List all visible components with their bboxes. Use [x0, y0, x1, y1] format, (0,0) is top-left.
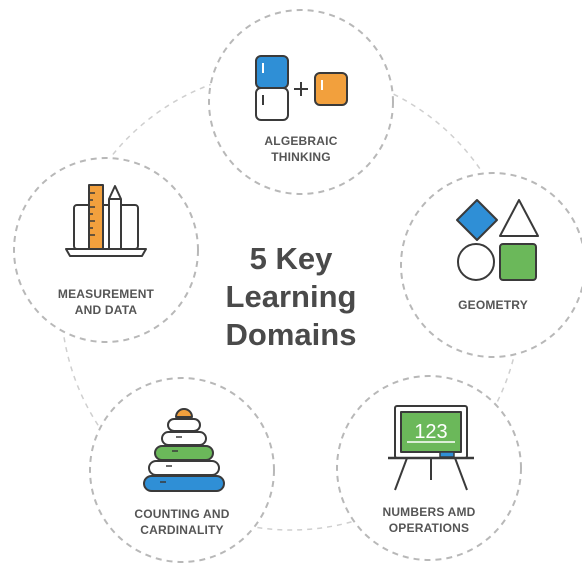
label-algebraic-thinking: ALGEBRAIC THINKING — [241, 133, 361, 165]
shapes-icon — [456, 199, 539, 281]
chalkboard-text: 123 — [414, 421, 447, 443]
label-numbers-line-2: OPERATIONS — [388, 521, 470, 535]
label-algebraic-line-2: THINKING — [271, 150, 331, 164]
label-measurement-line-1: MEASUREMENT — [57, 287, 155, 301]
center-title-line-3: Domains — [225, 317, 357, 352]
domain-circle-algebraic — [208, 9, 394, 195]
stacking-rings-icon — [143, 408, 225, 492]
label-geometry-line-1: GEOMETRY — [458, 298, 528, 312]
label-algebraic-line-1: ALGEBRAIC — [264, 134, 338, 148]
label-measurement-data: MEASUREMENT AND DATA — [46, 286, 166, 318]
center-title-line-1: 5 Key — [249, 241, 333, 276]
label-measurement-line-2: AND DATA — [74, 303, 138, 317]
label-numbers-line-1: NUMBERS AMD — [382, 505, 476, 519]
center-title-line-2: Learning — [225, 279, 357, 314]
chalkboard-icon — [388, 405, 474, 491]
label-counting-line-1: COUNTING AND — [134, 507, 230, 521]
center-title: 5 Key Learning Domains — [201, 240, 381, 354]
label-numbers-operations: NUMBERS AMD OPERATIONS — [369, 504, 489, 536]
ruler-pencil-icon — [65, 184, 147, 257]
label-counting-cardinality: COUNTING AND CARDINALITY — [122, 506, 242, 538]
algebra-blocks-icon — [255, 55, 348, 121]
label-geometry: GEOMETRY — [433, 297, 553, 313]
label-counting-line-2: CARDINALITY — [140, 523, 224, 537]
domain-circle-numbers — [336, 375, 522, 561]
